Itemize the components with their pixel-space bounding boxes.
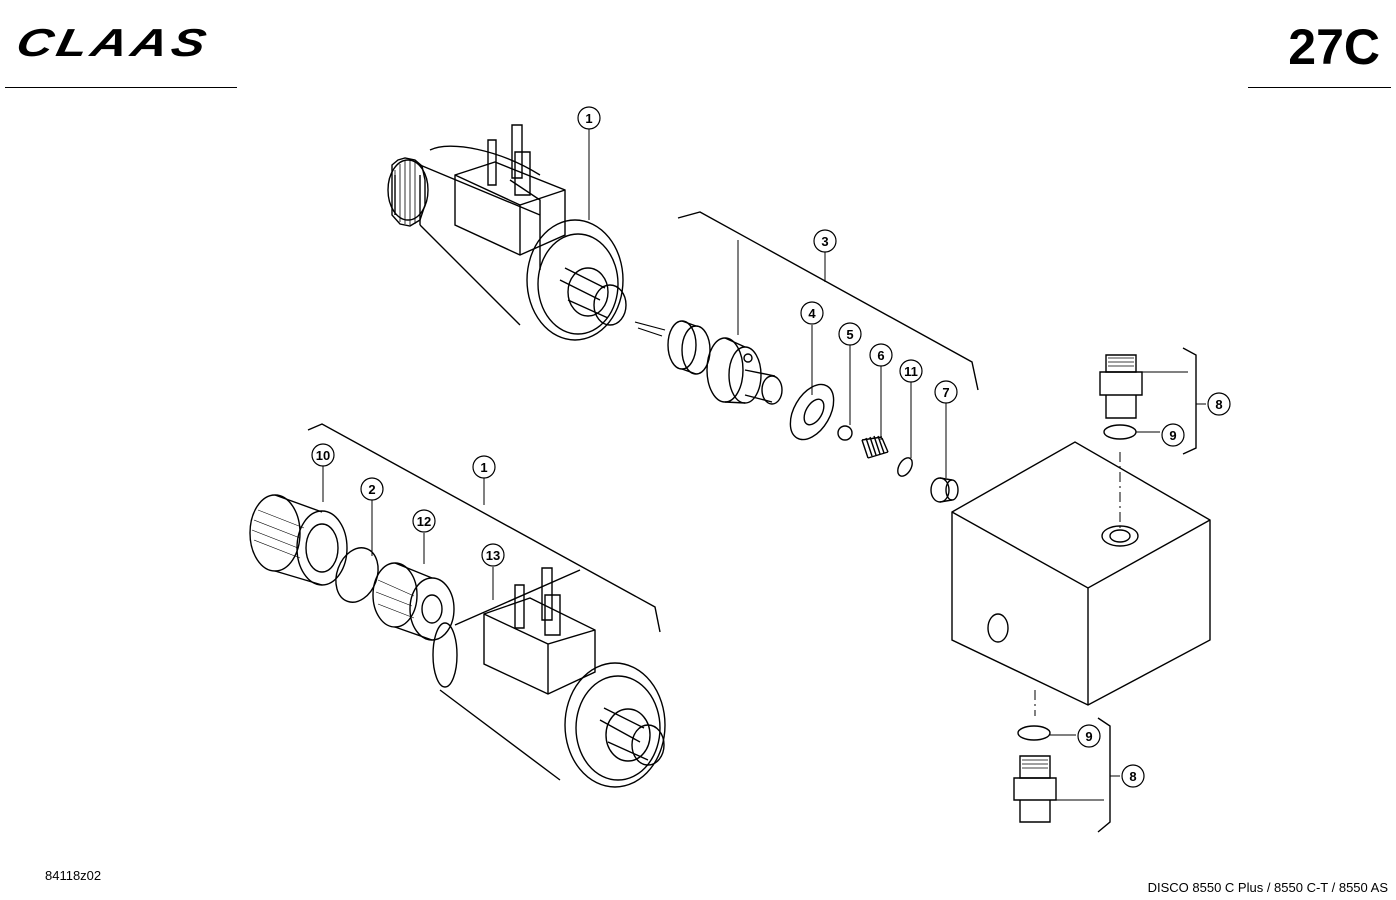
callout-1-lower	[472, 455, 496, 479]
callout-label: 9	[1169, 428, 1176, 443]
header-rule-left	[5, 87, 237, 88]
callout-6	[869, 343, 893, 367]
callout-label: 9	[1085, 729, 1092, 744]
callout-label: 1	[585, 111, 592, 126]
callout-4	[800, 301, 824, 325]
callout-9-lower	[1077, 724, 1101, 748]
model-designation: DISCO 8550 C Plus / 8550 C-T / 8550 AS	[1147, 880, 1388, 895]
callout-label: 5	[846, 327, 853, 342]
callout-10	[311, 443, 335, 467]
callout-13	[481, 543, 505, 567]
callout-label: 7	[942, 385, 949, 400]
callout-label: 8	[1215, 397, 1222, 412]
callout-label: 1	[480, 460, 487, 475]
valve-spool	[634, 320, 783, 405]
callouts: 1 3 4 5 6 11 7 8 9 10 2 1 12	[311, 106, 1231, 788]
callout-5	[838, 322, 862, 346]
callout-8-upper	[1207, 392, 1231, 416]
bracket-item-1-lower	[307, 423, 661, 633]
bracket-item-3	[677, 211, 979, 391]
oring-item-9-upper	[1103, 424, 1137, 440]
callout-label: 3	[821, 234, 828, 249]
page-number: 27C	[1288, 19, 1380, 75]
oring-item-2	[335, 547, 379, 603]
lower-solenoid-coil-item-13	[432, 567, 666, 788]
valve-block	[951, 441, 1211, 716]
oring-item-9-lower	[1017, 725, 1051, 741]
ball-item-5	[837, 425, 853, 441]
knurled-nut-item-10	[249, 494, 348, 586]
knurled-sleeve-item-12	[372, 562, 455, 641]
callout-9-upper	[1161, 423, 1185, 447]
callout-11	[899, 359, 923, 383]
callout-label: 13	[486, 548, 500, 563]
upper-fitting	[1099, 347, 1206, 455]
callout-7	[934, 380, 958, 404]
header-rule-right	[1248, 87, 1391, 88]
drawing-id: 84118z02	[45, 868, 102, 883]
callout-1-upper	[577, 106, 601, 130]
washer-item-4	[789, 383, 835, 441]
spring-item-6	[861, 435, 889, 459]
callout-8-lower	[1121, 764, 1145, 788]
plug-item-7	[930, 477, 959, 503]
callout-label: 4	[808, 306, 816, 321]
upper-solenoid-coil	[387, 124, 627, 341]
callout-label: 11	[904, 364, 918, 379]
callout-12	[412, 509, 436, 533]
lower-fitting	[1013, 717, 1120, 833]
callout-label: 12	[417, 514, 431, 529]
oring-item-11	[897, 457, 913, 477]
callout-2	[360, 477, 384, 501]
callout-label: 10	[316, 448, 330, 463]
callout-label: 2	[368, 482, 375, 497]
callout-label: 6	[877, 348, 884, 363]
callout-3	[813, 229, 837, 253]
callout-label: 8	[1129, 769, 1136, 784]
